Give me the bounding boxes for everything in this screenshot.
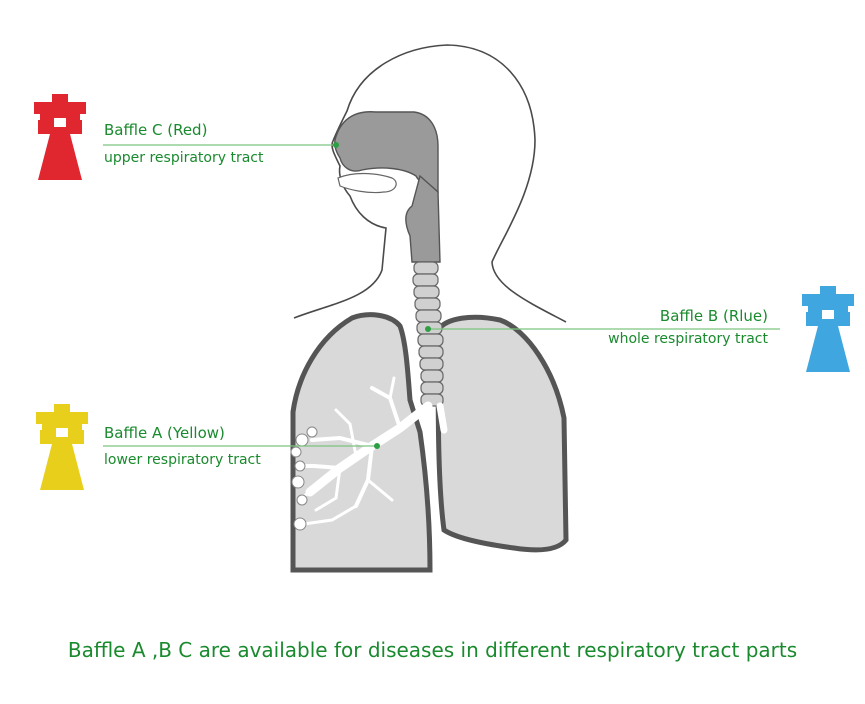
pharynx xyxy=(405,174,441,263)
lower-tract-dot xyxy=(374,443,380,449)
caption: Baffle A ,B C are available for diseases… xyxy=(67,638,798,662)
tongue xyxy=(337,172,397,194)
head-outline xyxy=(293,44,567,323)
baffle-c-icon xyxy=(34,94,86,180)
baffle-b-icon xyxy=(802,286,854,372)
alveoli xyxy=(290,426,318,531)
baffle-a-name: Baffle A (Yellow) xyxy=(104,424,225,442)
baffle-a-region: lower respiratory tract xyxy=(104,452,261,468)
right-lung xyxy=(435,314,569,553)
upper-airway xyxy=(334,111,439,194)
leader-lines xyxy=(103,144,780,447)
baffle-c-region: upper respiratory tract xyxy=(104,150,264,166)
baffle-c-name: Baffle C (Red) xyxy=(104,121,208,139)
whole-tract-dot xyxy=(425,326,431,332)
baffle-b-name: Baffle B (Rlue) xyxy=(659,307,768,325)
baffle-b-region: whole respiratory tract xyxy=(608,331,768,347)
upper-tract-dot xyxy=(333,142,339,148)
marker-dots xyxy=(333,142,431,449)
trachea xyxy=(412,261,444,407)
baffle-a-icon xyxy=(36,404,88,490)
